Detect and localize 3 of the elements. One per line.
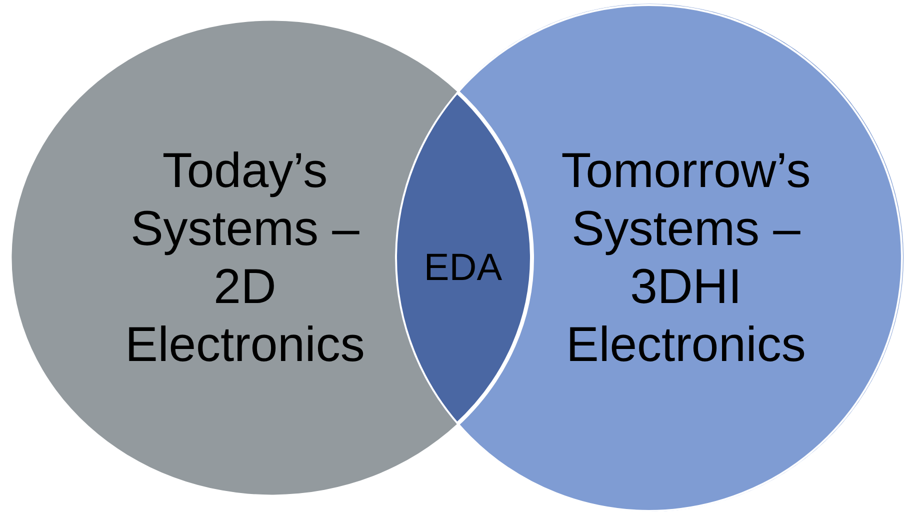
venn-label: EDA: [422, 246, 504, 290]
venn-label: Tomorrow’s Systems – 3DHI Electronics: [560, 143, 812, 374]
venn-label: Today’s Systems – 2D Electronics: [124, 143, 366, 374]
